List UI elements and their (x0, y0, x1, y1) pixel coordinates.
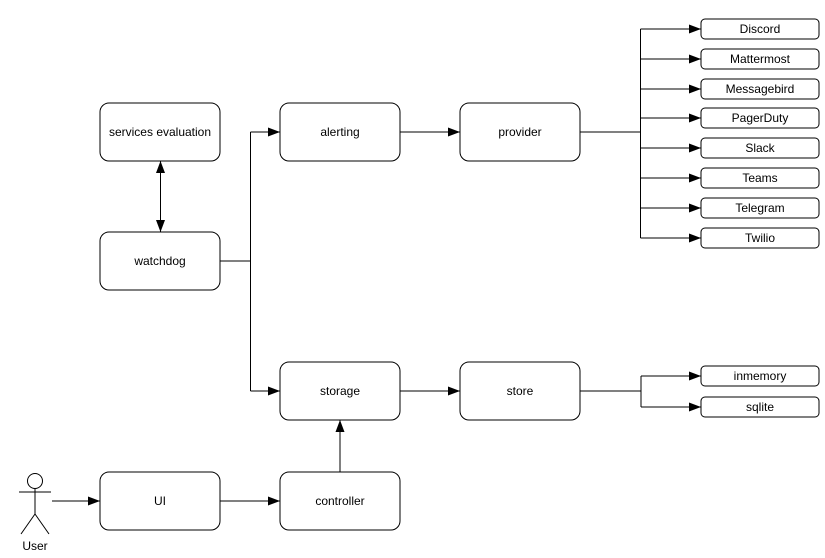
sqlite-label: sqlite (746, 400, 774, 414)
twilio-label: Twilio (745, 231, 775, 245)
node-provider-teams: Teams (700, 167, 820, 189)
sqlite-box (700, 396, 820, 418)
messagebird-label: Messagebird (726, 82, 795, 96)
controller-label: controller (315, 494, 364, 508)
node-store-inmemory: inmemory (700, 365, 820, 387)
node-provider-telegram: Telegram (700, 197, 820, 219)
node-store-sqlite: sqlite (700, 396, 820, 418)
inmemory-label: inmemory (734, 369, 787, 383)
slack-label: Slack (745, 141, 775, 155)
provider-box (459, 102, 581, 162)
node-watchdog: watchdog (99, 231, 221, 291)
node-provider-discord: Discord (700, 18, 820, 40)
ui-box (99, 471, 221, 531)
node-ui: UI (99, 471, 221, 531)
edges (52, 24, 701, 506)
user-body-icon (19, 488, 51, 535)
user-label: User (22, 539, 47, 553)
storage-box (279, 361, 401, 421)
watchdog-label: watchdog (133, 254, 185, 268)
node-store: store (459, 361, 581, 421)
node-controller: controller (279, 471, 401, 531)
node-alerting: alerting (279, 102, 401, 162)
pagerduty-box (700, 107, 820, 129)
teams-box (700, 167, 820, 189)
pagerduty-label: PagerDuty (732, 111, 789, 125)
node-storage: storage (279, 361, 401, 421)
store-label: store (507, 384, 534, 398)
messagebird-box (700, 78, 820, 100)
node-provider-mattermost: Mattermost (700, 48, 820, 70)
telegram-label: Telegram (735, 201, 784, 215)
twilio-box (700, 227, 820, 249)
services-evaluation-label: services evaluation (109, 125, 211, 139)
store-box (459, 361, 581, 421)
slack-box (700, 137, 820, 159)
node-provider-messagebird: Messagebird (700, 78, 820, 100)
actor-user: User (19, 473, 51, 553)
alerting-label: alerting (320, 125, 359, 139)
teams-label: Teams (742, 171, 777, 185)
node-services-evaluation: services evaluation (99, 102, 221, 162)
controller-box (279, 471, 401, 531)
node-provider-pagerduty: PagerDuty (700, 107, 820, 129)
ui-label: UI (154, 494, 166, 508)
storage-label: storage (320, 384, 360, 398)
node-provider-slack: Slack (700, 137, 820, 159)
mattermost-box (700, 48, 820, 70)
user-head-icon (27, 473, 43, 489)
inmemory-box (700, 365, 820, 387)
discord-box (700, 18, 820, 40)
services-evaluation-box (99, 102, 221, 162)
mattermost-label: Mattermost (730, 52, 791, 66)
node-provider: provider (459, 102, 581, 162)
watchdog-box (99, 231, 221, 291)
provider-label: provider (498, 125, 541, 139)
discord-label: Discord (740, 22, 781, 36)
alerting-box (279, 102, 401, 162)
telegram-box (700, 197, 820, 219)
node-provider-twilio: Twilio (700, 227, 820, 249)
